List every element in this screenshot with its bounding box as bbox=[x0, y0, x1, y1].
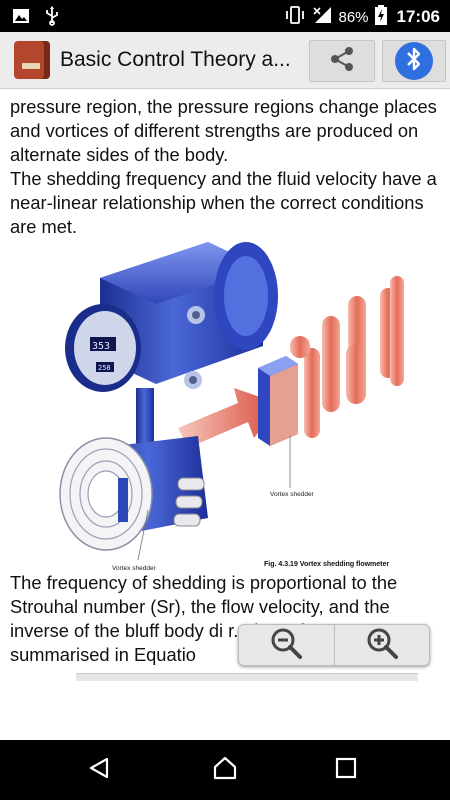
app-book-icon bbox=[14, 41, 50, 79]
display-reading: 353 bbox=[92, 341, 110, 352]
image-icon bbox=[12, 7, 30, 30]
zoom-out-button[interactable] bbox=[239, 625, 334, 665]
zoom-in-button[interactable] bbox=[333, 625, 430, 665]
share-icon bbox=[327, 44, 357, 79]
label-vortex-shedder-left: Vortex shedder bbox=[112, 565, 157, 572]
figure-caption: Fig. 4.3.19 Vortex shedding flowmeter bbox=[264, 561, 389, 568]
recents-button[interactable] bbox=[331, 755, 361, 785]
vortex-flowmeter-figure: 353 258 bbox=[58, 238, 418, 573]
app-title: Basic Control Theory a... bbox=[60, 48, 291, 71]
clock: 17:06 bbox=[396, 7, 440, 26]
recents-icon bbox=[335, 757, 357, 784]
paragraph-top: pressure region, the pressure regions ch… bbox=[10, 96, 437, 237]
status-bar: 86% 17:06 bbox=[0, 0, 450, 32]
navigation-bar bbox=[0, 740, 450, 800]
zoom-out-icon bbox=[269, 626, 303, 665]
back-icon bbox=[87, 756, 111, 785]
battery-percent: 86% bbox=[338, 8, 369, 26]
zoom-controls bbox=[238, 624, 430, 666]
back-button[interactable] bbox=[84, 755, 114, 785]
label-vortex-shedder-right: Vortex shedder bbox=[270, 491, 315, 498]
scroll-strip bbox=[76, 673, 418, 681]
battery-charging-icon bbox=[374, 5, 387, 29]
usb-icon bbox=[44, 6, 60, 31]
bluetooth-icon bbox=[403, 46, 425, 77]
document-content[interactable]: pressure region, the pressure regions ch… bbox=[0, 89, 450, 680]
bluetooth-button[interactable] bbox=[382, 40, 446, 82]
signal-icon bbox=[312, 6, 332, 28]
vibrate-icon bbox=[284, 6, 306, 28]
display-small: 258 bbox=[98, 364, 111, 372]
home-icon bbox=[212, 755, 238, 786]
app-bar: Basic Control Theory a... bbox=[0, 32, 450, 89]
home-button[interactable] bbox=[210, 755, 240, 785]
share-button[interactable] bbox=[309, 40, 375, 82]
zoom-in-icon bbox=[365, 626, 399, 665]
